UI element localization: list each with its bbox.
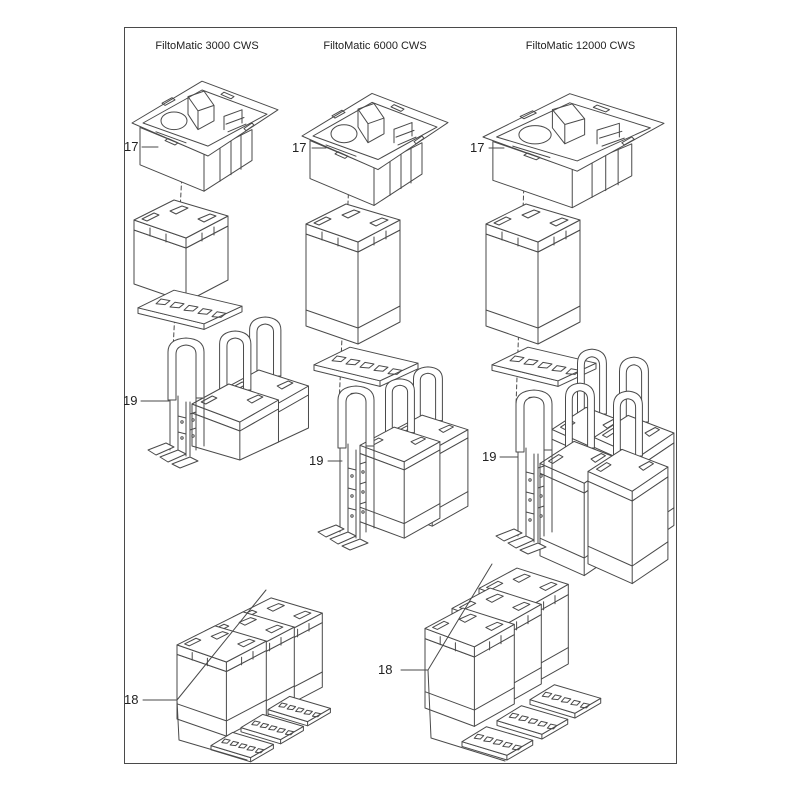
holder-drawing xyxy=(147,337,205,469)
part-label-17: 17 xyxy=(124,139,139,154)
part-label-17: 17 xyxy=(470,140,485,155)
column-title: FiltoMatic 12000 CWS xyxy=(525,40,636,52)
cartridge-drawing xyxy=(306,204,400,344)
part-label-18: 18 xyxy=(124,692,139,707)
column-12000-drawing xyxy=(482,93,675,585)
part-label-17: 17 xyxy=(292,140,307,155)
container-drawing xyxy=(482,93,665,209)
page-frame xyxy=(124,27,677,764)
column-3000-drawing xyxy=(131,80,309,469)
holder-drawing xyxy=(317,385,375,551)
foam-set-1-drawing xyxy=(177,598,331,763)
foam-cartridge-drawing xyxy=(177,626,266,736)
cartridge-drawing xyxy=(134,200,228,302)
leader-lines xyxy=(141,147,518,761)
base-plate-drawing xyxy=(137,289,243,330)
foam-set-2-drawing xyxy=(425,568,602,761)
part-label-18: 18 xyxy=(378,662,393,677)
column-title: FiltoMatic 6000 CWS xyxy=(323,40,427,52)
foam-cartridge-drawing xyxy=(425,608,514,726)
holder-drawing xyxy=(495,389,553,555)
column-6000-drawing xyxy=(301,92,469,551)
handle-cartridge-drawing xyxy=(191,330,279,461)
container-drawing xyxy=(301,92,449,207)
cartridge-drawing xyxy=(486,204,580,344)
container-drawing xyxy=(131,80,279,192)
column-title: FiltoMatic 3000 CWS xyxy=(155,40,259,52)
part-label-19: 19 xyxy=(309,453,324,468)
part-label-19: 19 xyxy=(482,449,497,464)
part-label-19: 19 xyxy=(123,393,138,408)
